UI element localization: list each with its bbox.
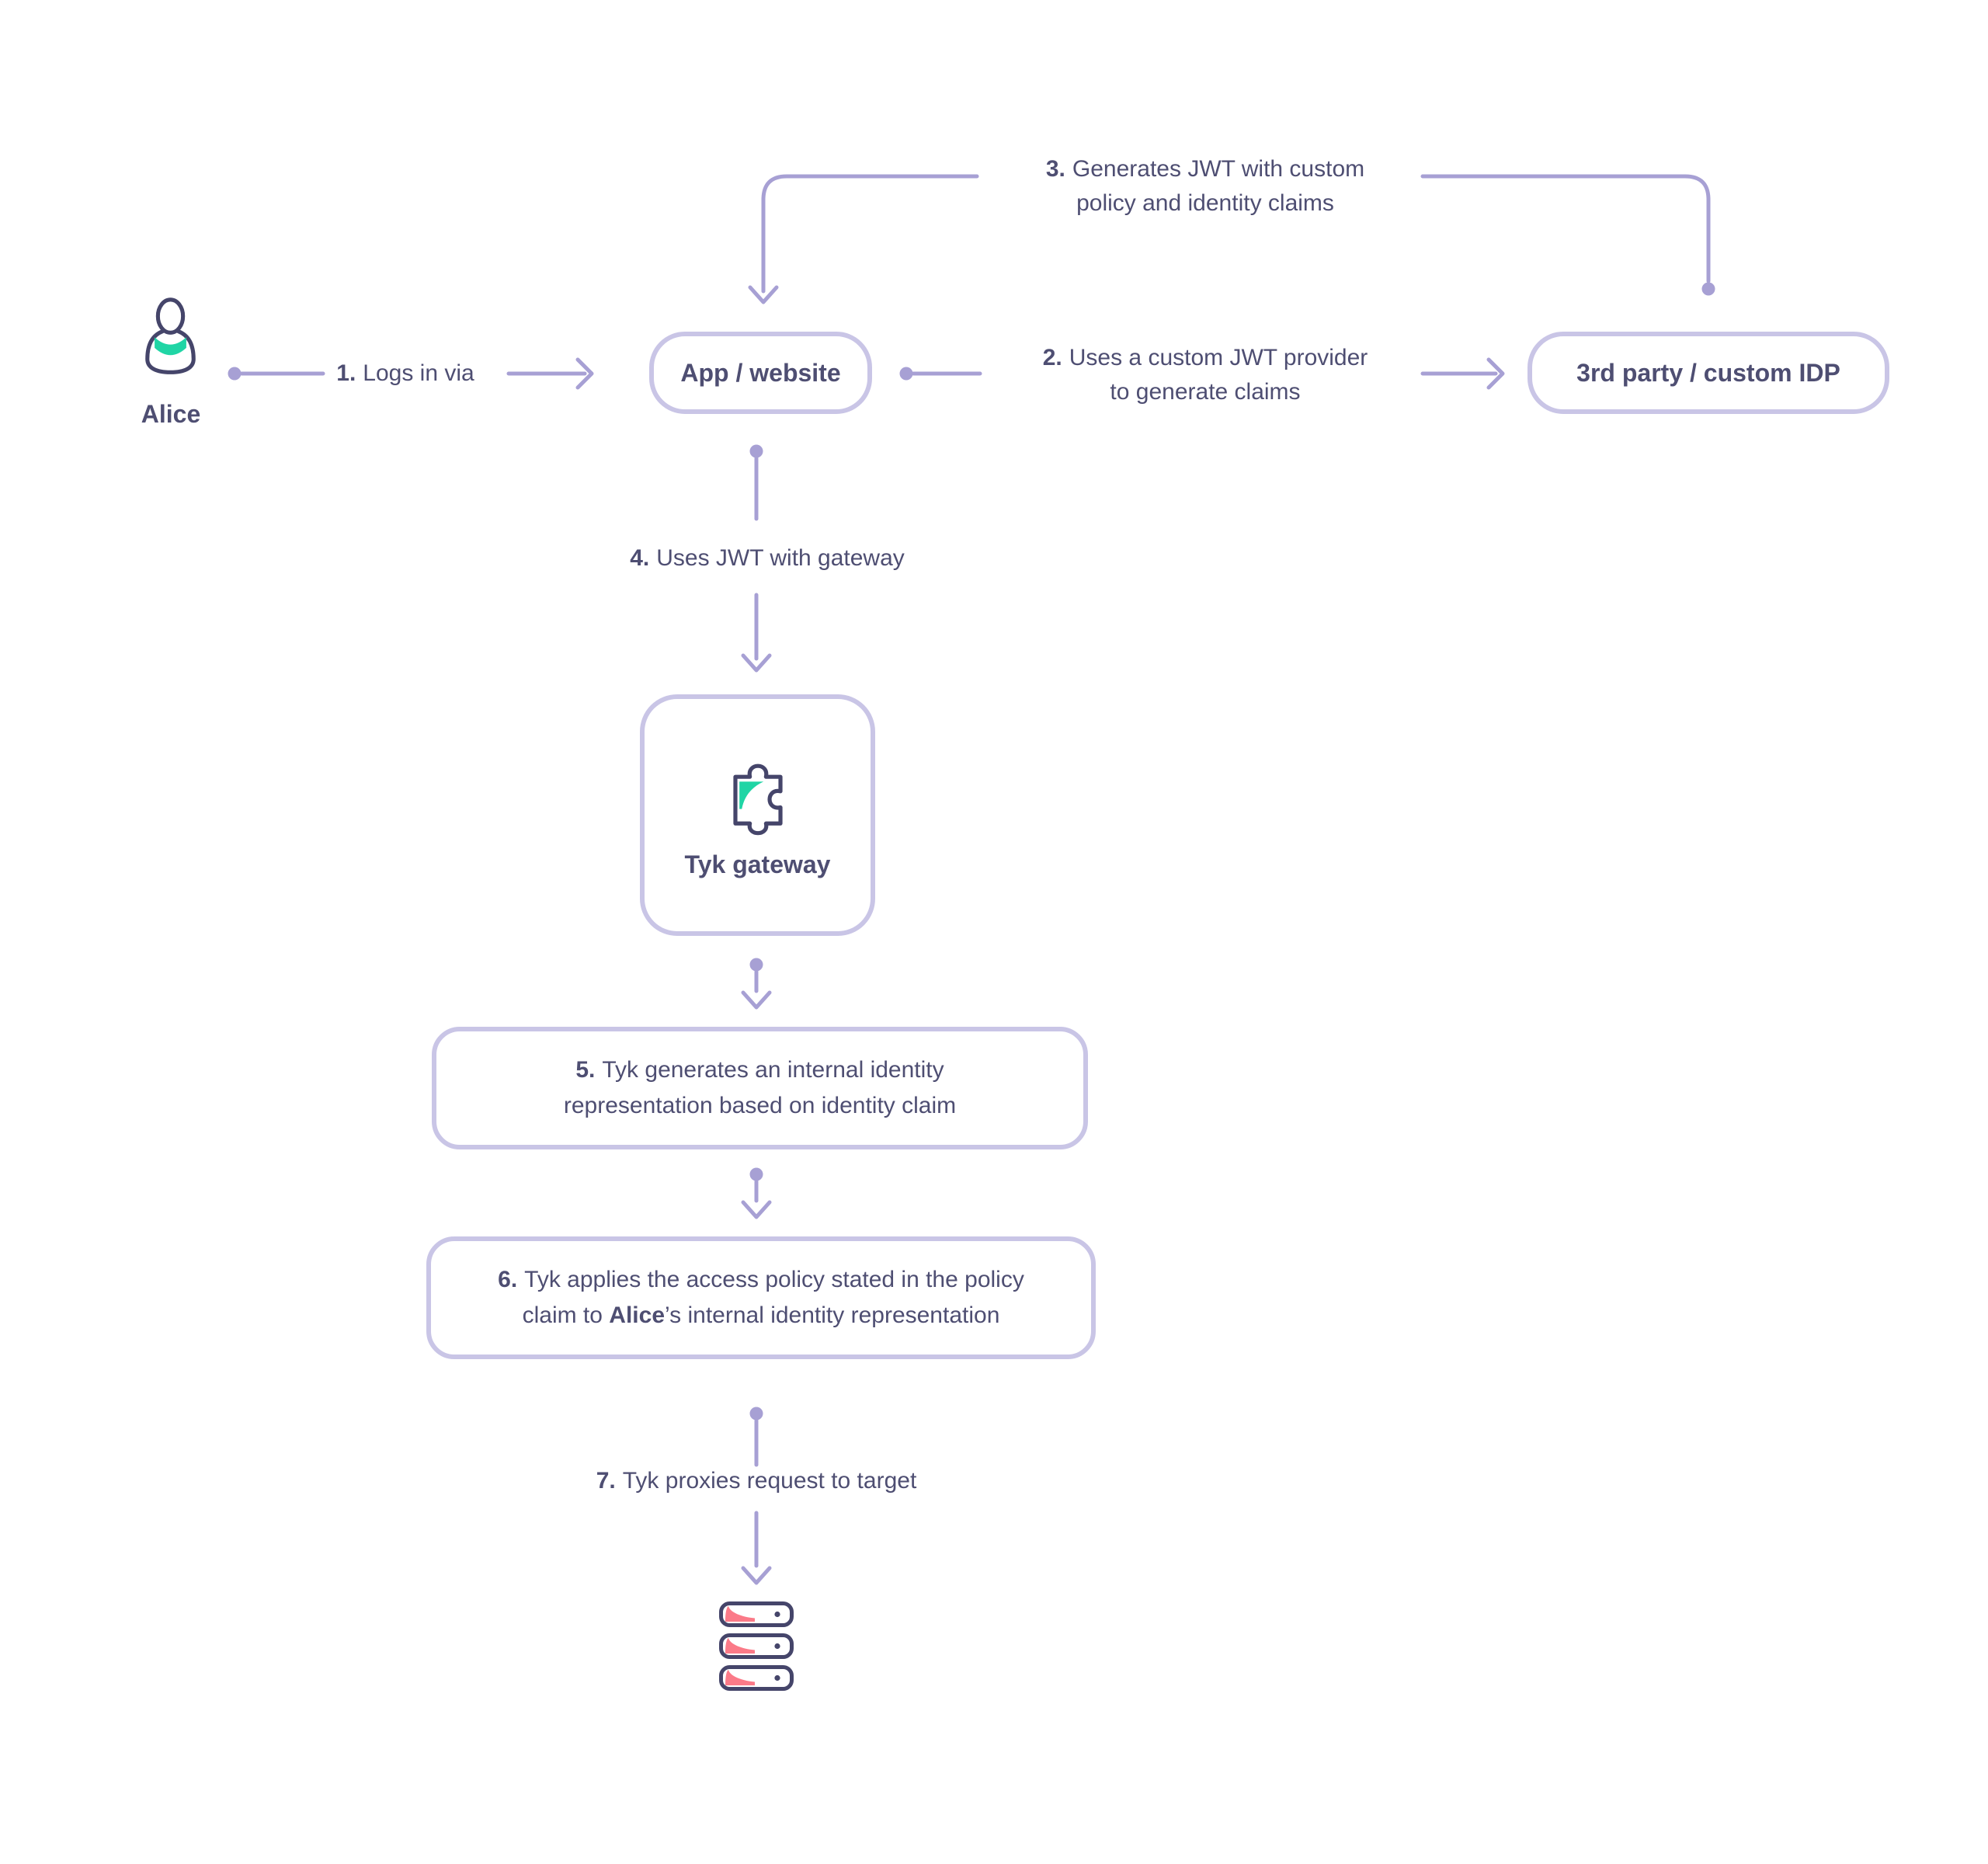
server-stack-icon — [719, 1601, 794, 1691]
server-row-1 — [719, 1601, 794, 1627]
person-icon — [145, 297, 196, 374]
step-3-label: 3. Generates JWT with custom policy and i… — [1046, 152, 1364, 221]
step-6-text2-prefix: claim to — [522, 1302, 610, 1328]
dot-step1 — [228, 367, 242, 381]
step-7-number: 7. — [596, 1468, 616, 1494]
step-1-text: Logs in via — [363, 360, 474, 386]
arrowhead-tyk-out — [741, 990, 772, 1010]
step-6-text1: Tyk applies the access policy stated in … — [524, 1267, 1024, 1292]
panel-step-6: 6.Tyk applies the access policy stated i… — [426, 1236, 1096, 1359]
step-7-text: Tyk proxies request to target — [622, 1468, 917, 1494]
server-row-3 — [719, 1665, 794, 1691]
arrowhead-step4 — [741, 653, 772, 673]
dot-5-6 — [749, 1167, 763, 1181]
step-7-label: 7.Tyk proxies request to target — [596, 1464, 917, 1498]
step-4-label: 4.Uses JWT with gateway — [630, 541, 905, 576]
arrowhead-5-6 — [741, 1200, 772, 1219]
target-servers — [714, 1596, 800, 1697]
dot-tyk-out — [749, 958, 763, 972]
step-6-line1: 6.Tyk applies the access policy stated i… — [498, 1262, 1024, 1298]
dot-6-7 — [749, 1407, 763, 1421]
arrowhead-step1 — [575, 357, 594, 390]
node-idp: 3rd party / custom IDP — [1527, 332, 1889, 414]
arrowhead-7-servers — [741, 1566, 772, 1585]
step-2-text1: Uses a custom JWT provider — [1069, 345, 1368, 370]
arrowhead-step2 — [1486, 357, 1505, 390]
step-3-text2: policy and identity claims — [1076, 190, 1334, 216]
node-app-website: App / website — [649, 332, 872, 414]
idp-label: 3rd party / custom IDP — [1576, 358, 1840, 387]
step-4-text: Uses JWT with gateway — [656, 545, 905, 571]
step-1-label: 1. Logs in via — [336, 356, 474, 391]
step-2-number: 2. — [1042, 345, 1062, 370]
step-3-text1: Generates JWT with custom — [1072, 156, 1365, 182]
step-5-text1: Tyk generates an internal identity — [602, 1057, 944, 1083]
step-3-line1: 3. Generates JWT with custom — [1046, 152, 1364, 186]
dot-step3 — [1701, 282, 1715, 296]
step-2-line1: 2. Uses a custom JWT provider — [1043, 341, 1368, 375]
alice-label: Alice — [141, 400, 201, 428]
step-1-number: 1. — [336, 360, 356, 386]
step-5-line1: 5.Tyk generates an internal identity — [575, 1052, 944, 1088]
puzzle-icon — [732, 763, 783, 836]
step-2-label: 2. Uses a custom JWT provider to generate… — [1043, 341, 1368, 409]
step-4-number: 4. — [630, 545, 650, 571]
step-5-text2: representation based on identity claim — [563, 1093, 957, 1118]
step-2-text2: to generate claims — [1110, 379, 1301, 405]
actor-alice — [137, 296, 203, 381]
arrowhead-step3 — [748, 285, 779, 304]
step-6-alice-name: Alice — [609, 1302, 666, 1328]
app-website-label: App / website — [680, 358, 841, 387]
dot-step2 — [899, 367, 913, 381]
step-5-line2: representation based on identity claim — [564, 1088, 956, 1124]
panel-step-5: 5.Tyk generates an internal identity rep… — [432, 1027, 1088, 1149]
step-6-line2: claim to Alice’s internal identity repre… — [523, 1298, 1000, 1334]
dot-step4 — [749, 444, 763, 458]
step-6-number: 6. — [498, 1267, 518, 1292]
line-step3-left — [761, 174, 979, 294]
step-3-line2: policy and identity claims — [1046, 186, 1364, 221]
node-tyk-gateway: Tyk gateway — [640, 694, 875, 936]
step-2-line2: to generate claims — [1043, 375, 1368, 409]
step-6-text2-suffix: ’s internal identity representation — [665, 1302, 1000, 1328]
step-5-number: 5. — [575, 1057, 596, 1083]
server-row-2 — [719, 1633, 794, 1659]
line-step3-right — [1420, 174, 1711, 283]
tyk-gateway-label: Tyk gateway — [684, 850, 831, 878]
step-3-number: 3. — [1045, 156, 1065, 182]
